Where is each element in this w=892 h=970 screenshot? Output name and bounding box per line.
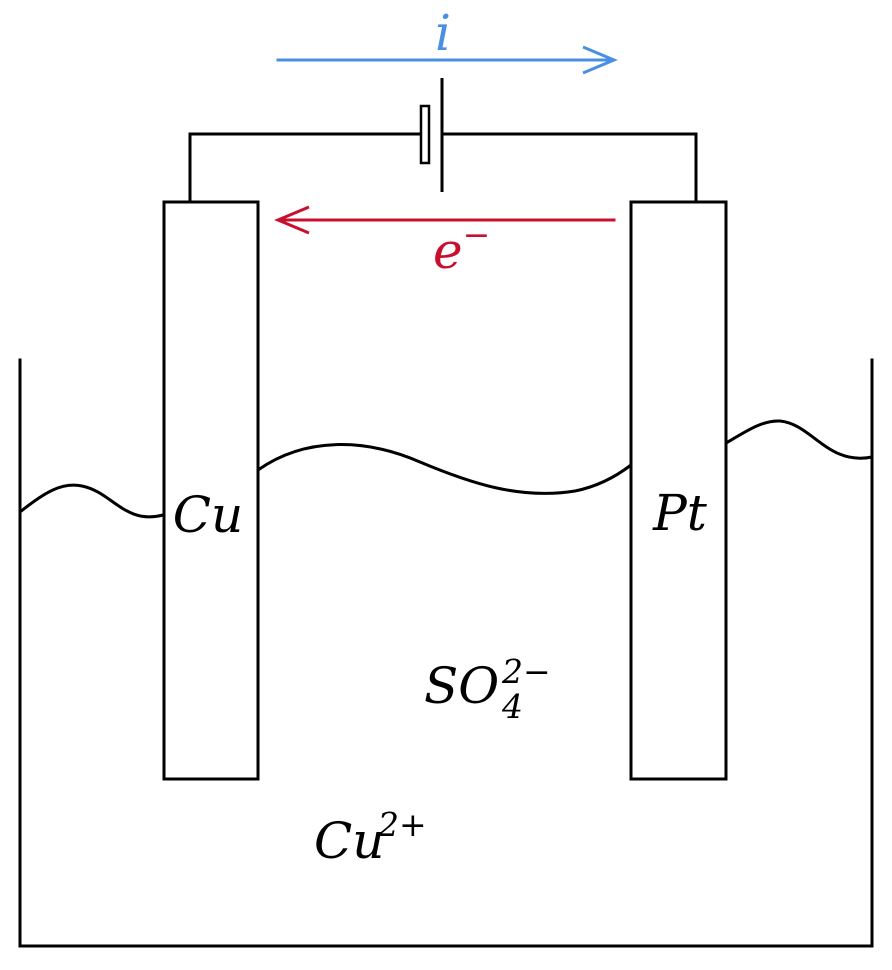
current-label: i <box>435 4 451 62</box>
sulfate-superscript: 2− <box>501 652 551 691</box>
surface-wave-left <box>19 483 164 519</box>
current-arrow: i <box>276 4 618 75</box>
electron-arrow: e− <box>274 205 616 280</box>
battery-short-plate <box>419 104 431 165</box>
electron-charge: − <box>463 215 491 254</box>
surface-wave-right <box>725 419 873 460</box>
sulfate-ion-label: SO 2− 4 <box>424 652 551 726</box>
wire-right <box>440 132 698 205</box>
current-arrow-head <box>582 45 618 75</box>
electron-symbol: e <box>433 222 463 280</box>
liquid-surface <box>19 419 873 519</box>
copper-electrode-label: Cu <box>173 486 243 544</box>
copper-ion-charge: 2+ <box>377 805 427 844</box>
external-wire <box>188 132 698 205</box>
copper-electrode <box>162 200 260 781</box>
sulfate-base: SO <box>424 657 499 715</box>
sulfate-subscript: 4 <box>501 687 523 726</box>
surface-wave-middle <box>257 443 632 495</box>
platinum-electrode-label: Pt <box>652 484 708 542</box>
battery-icon <box>419 78 444 192</box>
electron-arrow-head <box>274 205 310 235</box>
wire-left <box>188 132 423 205</box>
platinum-electrode <box>629 200 728 781</box>
electron-label: e− <box>433 215 490 280</box>
copper-ion-label: Cu 2+ <box>314 805 427 870</box>
copper-ion-base: Cu <box>314 812 384 870</box>
beaker <box>18 358 874 948</box>
